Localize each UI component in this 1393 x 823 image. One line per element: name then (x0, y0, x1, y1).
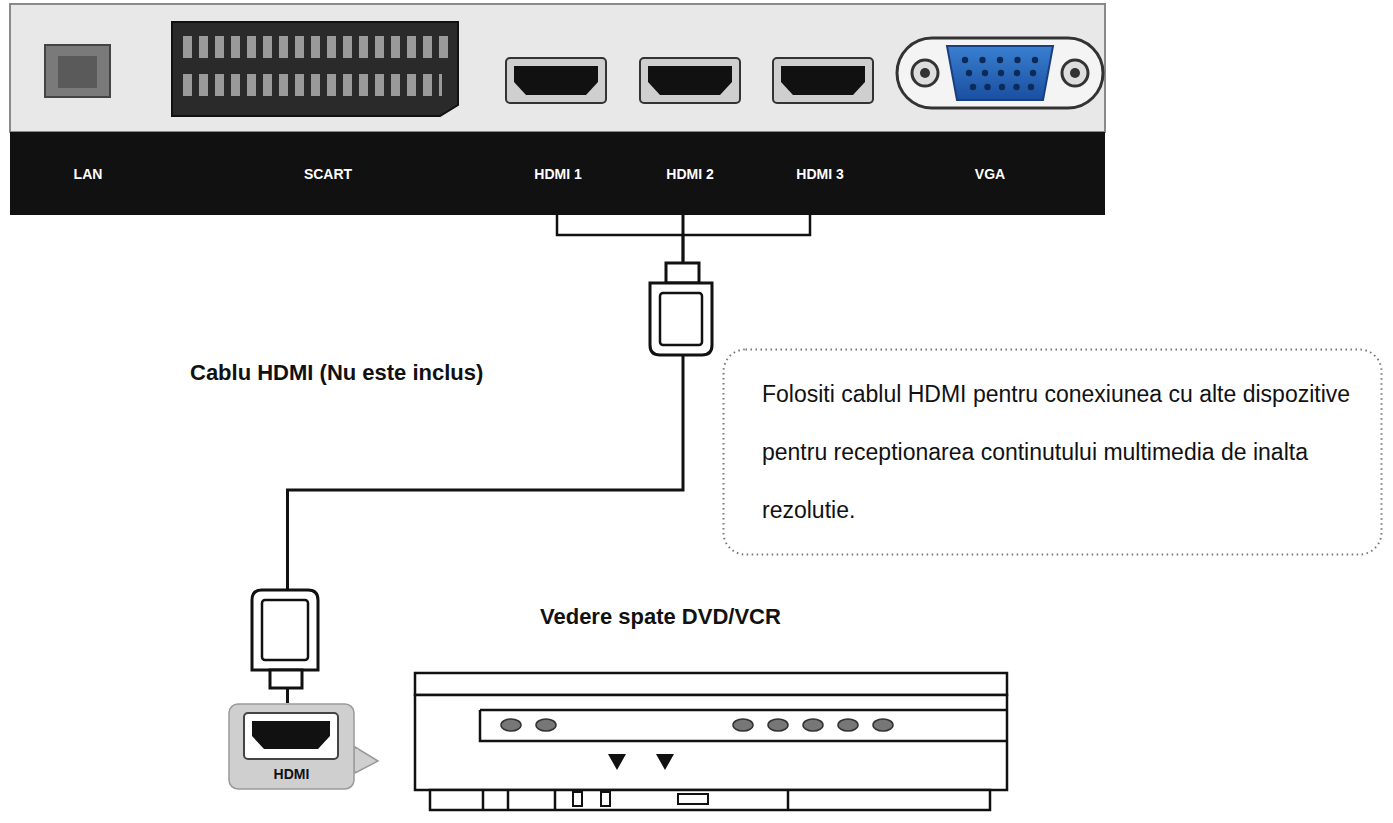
port-label: HDMI 2 (666, 166, 713, 182)
port-label: HDMI 1 (534, 166, 581, 182)
hdmi-cable (288, 215, 684, 703)
port-label: HDMI (228, 766, 355, 782)
tv-panel (10, 4, 1105, 132)
hdmi-ports (506, 58, 873, 103)
hdmi-plug (252, 590, 318, 688)
dvd-player (415, 673, 1007, 810)
port-label: HDMI 3 (796, 166, 843, 182)
lan-port (45, 45, 110, 97)
label-band: LAN SCART HDMI 1 HDMI 2 HDMI 3 VGA (10, 132, 1105, 215)
hdmi-port: HDMI (228, 703, 355, 790)
scart-port (172, 22, 458, 116)
port-label: VGA (975, 166, 1005, 182)
port-label: SCART (304, 166, 352, 182)
note-callout: Folositi cablul HDMI pentru conexiunea c… (722, 348, 1383, 556)
hdmi-plug (650, 263, 712, 355)
cable-label: Cablu HDMI (Nu este inclus) (190, 360, 483, 386)
port-label: LAN (74, 166, 103, 182)
port-bracket (557, 215, 810, 263)
vga-port (897, 38, 1103, 108)
note-text: Folositi cablul HDMI pentru conexiunea c… (762, 365, 1363, 539)
device-caption: Vedere spate DVD/VCR (540, 604, 781, 630)
